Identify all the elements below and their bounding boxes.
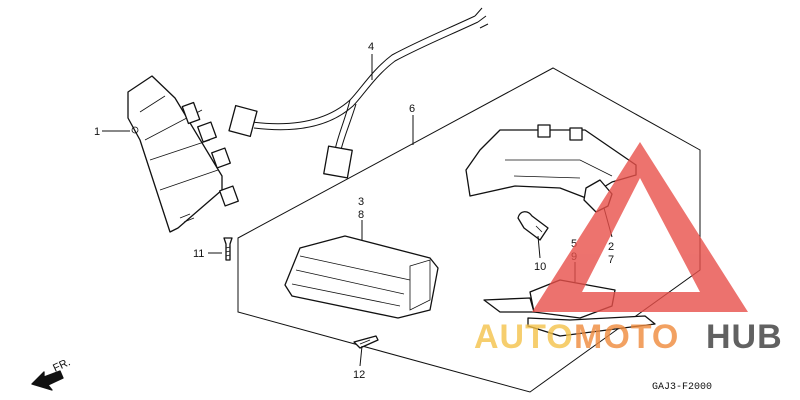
callout-1: 1 xyxy=(94,126,100,138)
callout-5: 5 xyxy=(571,238,577,250)
watermark-triangle xyxy=(532,142,748,312)
callout-12: 12 xyxy=(353,369,365,381)
callout-2: 2 xyxy=(608,241,614,253)
light-base xyxy=(465,124,637,199)
callout-4: 4 xyxy=(368,41,374,53)
bulb xyxy=(517,211,549,241)
wire-harness xyxy=(228,7,489,179)
front-label: FR. xyxy=(51,356,72,374)
front-arrow: FR. xyxy=(31,356,72,391)
watermark-hub: HUB xyxy=(706,318,783,356)
tail-light-housing xyxy=(127,75,239,233)
screw-11 xyxy=(223,237,233,261)
callout-3: 3 xyxy=(358,196,364,208)
callout-6: 6 xyxy=(409,103,415,115)
watermark-logo: AUTO MOTO HUB xyxy=(474,142,783,356)
callout-11: 11 xyxy=(193,248,204,260)
lens xyxy=(284,235,439,319)
callout-8: 8 xyxy=(358,209,364,221)
watermark-auto: AUTO xyxy=(474,318,574,356)
callout-10: 10 xyxy=(534,261,546,273)
screw-12 xyxy=(353,335,379,349)
diagram-code: GAJ3-F2000 xyxy=(652,382,712,393)
watermark-moto: MOTO xyxy=(574,318,679,356)
callout-7: 7 xyxy=(608,254,614,266)
